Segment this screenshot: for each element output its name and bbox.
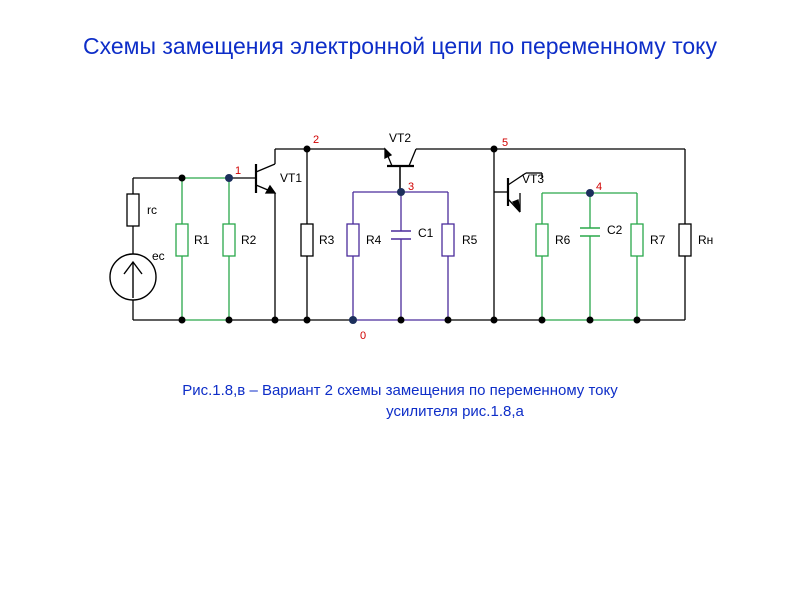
label-ec: ec	[152, 249, 165, 263]
node-label-3: 3	[408, 181, 414, 193]
label-r1: R1	[194, 233, 210, 247]
green-net-r1-r2	[181, 177, 230, 321]
label-rc: rc	[147, 203, 157, 217]
resistor-r5	[441, 223, 455, 257]
junction-dots	[178, 145, 641, 324]
node-label-2: 2	[313, 134, 319, 146]
label-rn: Rн	[698, 233, 713, 247]
capacitor-c2	[580, 227, 600, 237]
label-c1: C1	[418, 226, 434, 240]
page-title: Схемы замещения электронной цепи по пере…	[83, 33, 717, 59]
green-net-r6-c2-r7	[541, 192, 638, 321]
resistor-r2	[222, 223, 236, 257]
node-0-dot	[349, 316, 357, 324]
label-r3: R3	[319, 233, 335, 247]
transistor-vt2	[384, 147, 417, 190]
resistor-r6	[535, 223, 549, 257]
node-label-4: 4	[596, 181, 602, 193]
transistor-vt3	[506, 172, 527, 213]
label-vt1: VT1	[280, 171, 302, 185]
label-r5: R5	[462, 233, 478, 247]
caption-line-1: Рис.1.8,в – Вариант 2 схемы замещения по…	[182, 382, 618, 399]
label-c2: C2	[607, 223, 623, 237]
caption-line-2: усилителя рис.1.8,а	[386, 403, 524, 420]
resistor-rc	[126, 193, 140, 227]
purple-net-r4-c1-r5	[352, 191, 449, 321]
node-label-1: 1	[235, 165, 241, 177]
label-vt2: VT2	[389, 131, 411, 145]
label-r7: R7	[650, 233, 666, 247]
resistor-rn	[678, 223, 692, 257]
label-r2: R2	[241, 233, 257, 247]
node-dots	[225, 174, 594, 324]
capacitor-c1	[391, 230, 411, 240]
node-4-dot	[586, 189, 594, 197]
resistor-r4	[346, 223, 360, 257]
node-1-dot	[225, 174, 233, 182]
resistor-r7	[630, 223, 644, 257]
label-r4: R4	[366, 233, 382, 247]
black-wiring	[132, 148, 686, 321]
label-r6: R6	[555, 233, 571, 247]
figure-caption: Рис.1.8,в – Вариант 2 схемы замещения по…	[100, 380, 700, 422]
node-3-dot	[397, 188, 405, 196]
resistor-r1	[175, 223, 189, 257]
transistor-vt1	[254, 163, 277, 194]
node-label-0: 0	[360, 330, 366, 342]
resistor-r3	[300, 223, 314, 257]
voltage-source-ec	[109, 253, 157, 301]
node-label-5: 5	[502, 137, 508, 149]
label-vt3: VT3	[522, 172, 544, 186]
